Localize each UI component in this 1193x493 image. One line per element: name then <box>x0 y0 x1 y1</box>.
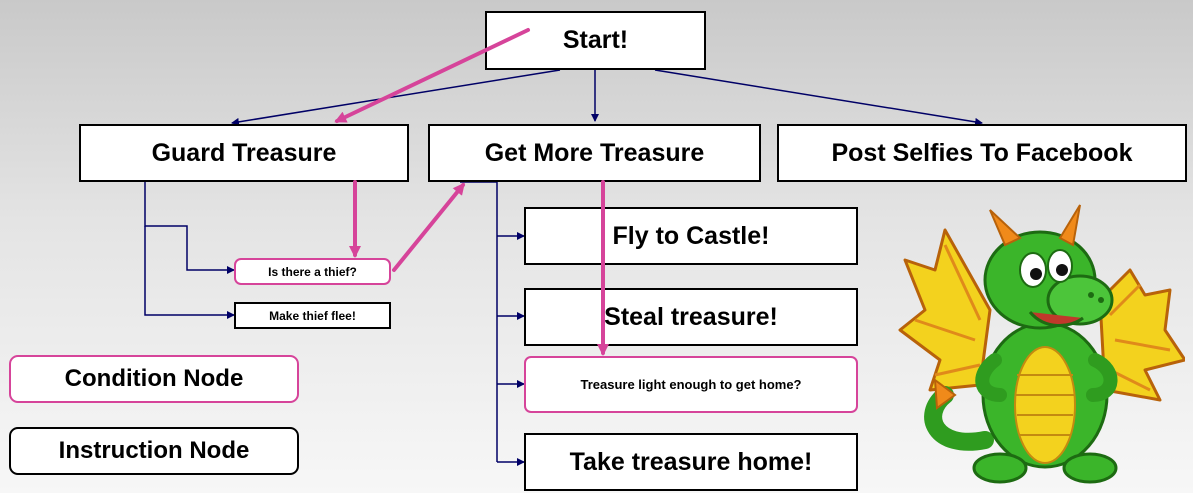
fly-to-castle-node: Fly to Castle! <box>524 207 858 265</box>
dragon-illustration <box>898 204 1185 484</box>
take-treasure-home-node: Take treasure home! <box>524 433 858 491</box>
legend-instruction-node: Instruction Node <box>9 427 299 475</box>
edge-guard-thief <box>144 182 235 274</box>
steal-treasure-node: Steal treasure! <box>524 288 858 346</box>
start-node: Start! <box>485 11 706 70</box>
guard-treasure-node: Guard Treasure <box>79 124 409 182</box>
make-thief-flee-node: Make thief flee! <box>234 302 391 329</box>
edge-guard-flee <box>144 226 235 319</box>
edge-start-selfie <box>654 69 983 126</box>
is-there-a-thief-node: Is there a thief? <box>234 258 391 285</box>
treasure-light-enough-node: Treasure light enough to get home? <box>524 356 858 413</box>
get-more-treasure-node: Get More Treasure <box>428 124 761 182</box>
legend-condition-node: Condition Node <box>9 355 299 403</box>
edge-start-guard <box>231 69 561 126</box>
post-selfies-node: Post Selfies To Facebook <box>777 124 1187 182</box>
